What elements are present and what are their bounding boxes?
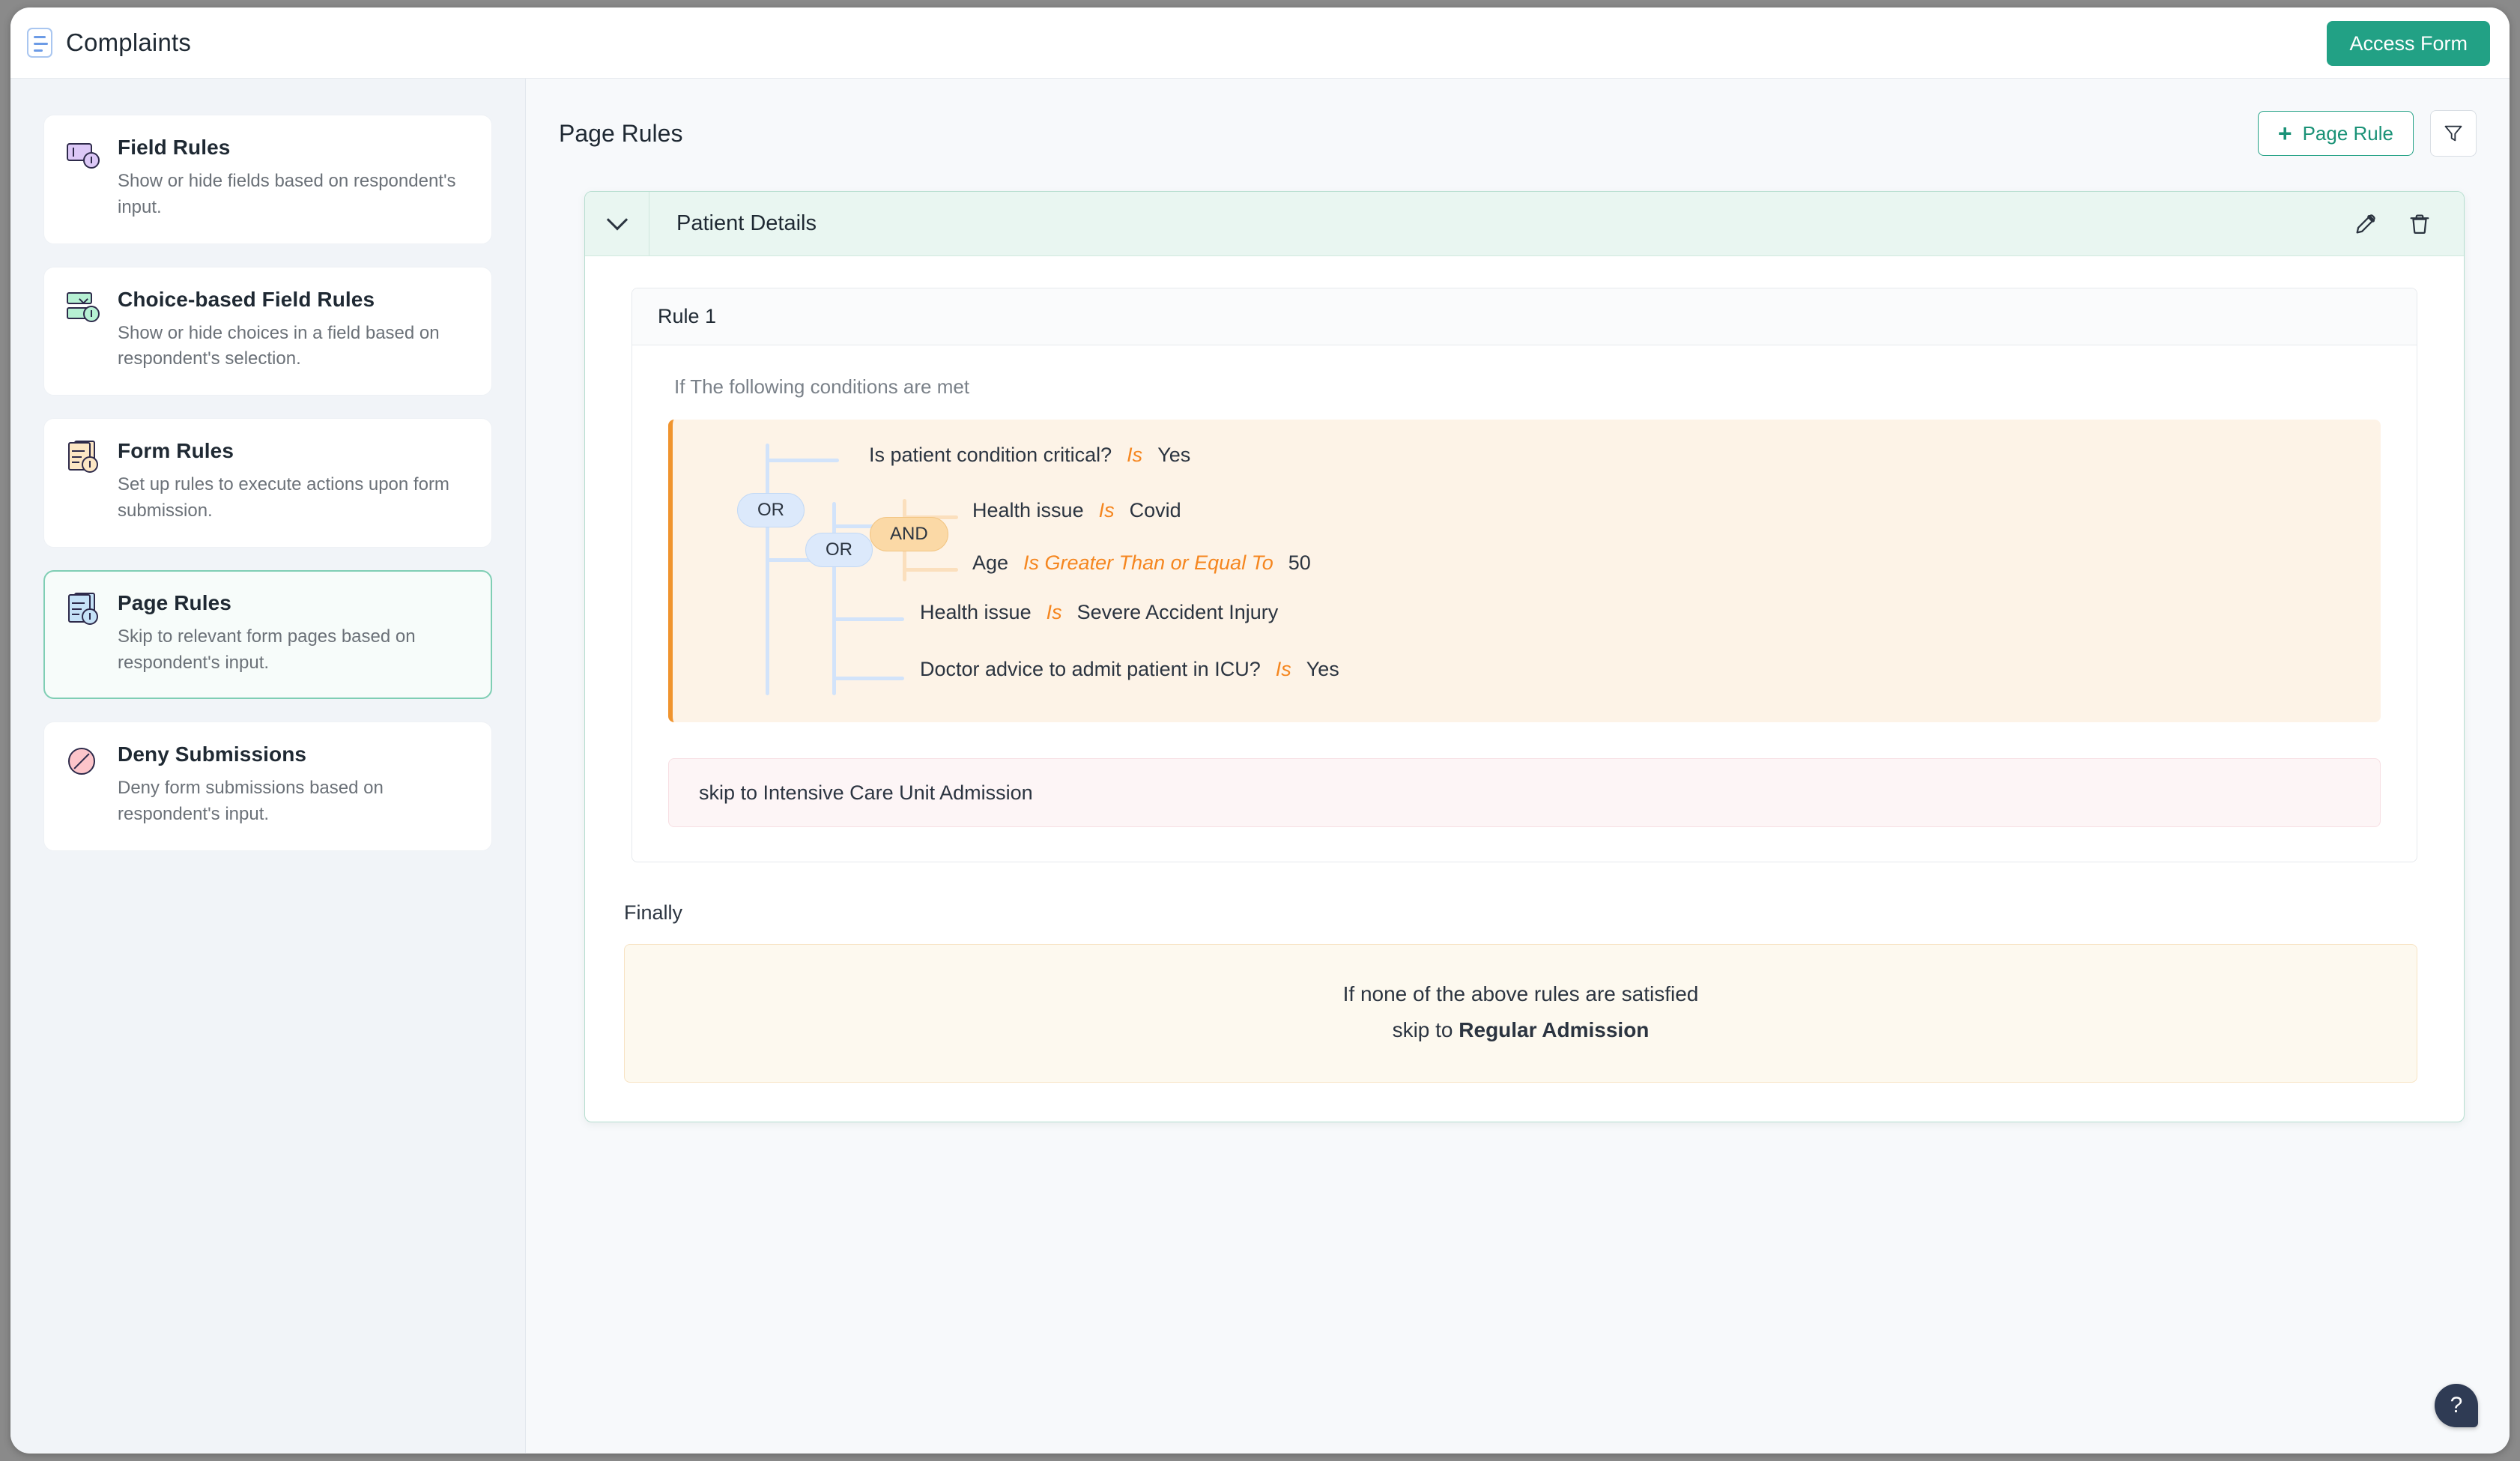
trash-delete-icon (2410, 214, 2429, 234)
condition-row[interactable]: Health issue Is Severe Accident Injury (920, 601, 1278, 624)
rule-box: Rule 1 If The following conditions are m… (631, 288, 2417, 862)
operator-badge-or-outer[interactable]: OR (737, 493, 805, 527)
condition-row[interactable]: Health issue Is Covid (972, 499, 1181, 522)
field-rules-icon (67, 137, 101, 172)
page-title: Complaints (66, 28, 192, 56)
app-window: Complaints Access Form Field Rules Show … (10, 7, 2510, 1454)
condition-operator: Is (1275, 658, 1291, 680)
sidebar-item-title: Deny Submissions (118, 742, 307, 766)
group-actions (2353, 211, 2464, 237)
finally-line-1: If none of the above rules are satisfied (1342, 982, 1699, 1005)
connector (766, 444, 769, 695)
operator-badge-or-inner[interactable]: OR (805, 533, 873, 567)
rule-name: Rule 1 (632, 288, 2417, 345)
condition-field: Age (972, 551, 1009, 574)
page-rule-group-card: Patient Details (584, 191, 2465, 1123)
sidebar-item-page-rules[interactable]: Page Rules Skip to relevant form pages b… (43, 569, 492, 700)
finally-skip-target: Regular Admission (1459, 1017, 1650, 1041)
sidebar-item-choice-based-field-rules[interactable]: Choice-based Field Rules Show or hide ch… (43, 266, 492, 396)
condition-field: Health issue (972, 499, 1084, 521)
plus-icon: + (2277, 120, 2292, 147)
main-content: Page Rules + Page Rule Patient D (526, 79, 2510, 1453)
condition-operator: Is (1127, 444, 1143, 466)
condition-value: Covid (1129, 499, 1181, 521)
finally-section: Finally If none of the above rules are s… (624, 901, 2417, 1083)
if-conditions-label: If The following conditions are met (674, 375, 970, 398)
condition-operator: Is (1098, 499, 1115, 521)
page-rules-icon (67, 592, 101, 627)
connector (766, 558, 839, 562)
condition-row[interactable]: Age Is Greater Than or Equal To 50 (972, 551, 1311, 575)
condition-row[interactable]: Doctor advice to admit patient in ICU? I… (920, 658, 1339, 681)
sidebar-item-title: Page Rules (118, 590, 231, 614)
finally-box: If none of the above rules are satisfied… (624, 944, 2417, 1083)
sidebar-item-desc: Show or hide fields based on respondent'… (118, 171, 456, 217)
rule-action-box[interactable]: skip to Intensive Care Unit Admission (668, 758, 2381, 827)
sidebar-item-deny-submissions[interactable]: Deny Submissions Deny form submissions b… (43, 722, 492, 851)
chevron-down-icon (606, 208, 628, 230)
group-header: Patient Details (585, 192, 2464, 256)
add-page-rule-label: Page Rule (2302, 121, 2393, 145)
condition-value: Yes (1157, 444, 1191, 466)
delete-group-button[interactable] (2407, 211, 2432, 237)
top-bar: Complaints Access Form (10, 7, 2510, 79)
sidebar-item-desc: Deny form submissions based on responden… (118, 778, 384, 825)
rule-body: If The following conditions are met (632, 345, 2417, 862)
finally-skip-prefix: skip to (1392, 1017, 1459, 1041)
collapse-toggle[interactable] (585, 192, 649, 255)
sidebar-item-form-rules[interactable]: Form Rules Set up rules to execute actio… (43, 418, 492, 548)
sidebar: Field Rules Show or hide fields based on… (10, 79, 526, 1453)
choice-based-field-rules-icon (67, 289, 101, 324)
add-page-rule-button[interactable]: + Page Rule (2257, 111, 2414, 156)
connector (832, 677, 904, 680)
condition-value: Yes (1306, 658, 1339, 680)
main-header: Page Rules + Page Rule (526, 79, 2510, 161)
condition-operator: Is (1046, 601, 1062, 623)
condition-value: Severe Accident Injury (1076, 601, 1279, 623)
sidebar-item-field-rules[interactable]: Field Rules Show or hide fields based on… (43, 115, 492, 244)
condition-operator: Is Greater Than or Equal To (1023, 551, 1273, 574)
sidebar-item-desc: Show or hide choices in a field based on… (118, 322, 440, 369)
form-rules-icon (67, 441, 101, 475)
condition-value: 50 (1288, 551, 1311, 574)
sidebar-item-title: Field Rules (118, 136, 231, 159)
condition-field: Health issue (920, 601, 1032, 623)
body-split: Field Rules Show or hide fields based on… (10, 79, 2510, 1453)
condition-row[interactable]: Is patient condition critical? Is Yes (869, 444, 1190, 467)
finally-line-2: skip to Regular Admission (625, 1012, 2417, 1048)
sidebar-item-desc: Skip to relevant form pages based on res… (118, 626, 416, 673)
connector (766, 459, 839, 462)
connector (903, 568, 958, 572)
condition-field: Doctor advice to admit patient in ICU? (920, 658, 1261, 680)
deny-submissions-icon (67, 744, 101, 778)
filter-funnel-icon (2444, 125, 2462, 142)
finally-label: Finally (624, 901, 683, 924)
sidebar-item-desc: Set up rules to execute actions upon for… (118, 474, 449, 521)
connector (832, 617, 904, 621)
filter-button[interactable] (2430, 110, 2477, 157)
sidebar-item-title: Choice-based Field Rules (118, 287, 375, 311)
pencil-edit-icon (2356, 214, 2375, 233)
form-document-icon (27, 28, 52, 58)
help-question-icon[interactable]: ? (2435, 1384, 2478, 1427)
main-title: Page Rules (559, 119, 683, 147)
connector (832, 524, 904, 528)
group-title: Patient Details (676, 211, 817, 235)
sidebar-item-title: Form Rules (118, 439, 234, 463)
operator-badge-and[interactable]: AND (870, 517, 948, 551)
connector (832, 502, 836, 695)
edit-group-button[interactable] (2353, 211, 2378, 237)
access-form-button[interactable]: Access Form (2327, 21, 2490, 66)
condition-field: Is patient condition critical? (869, 444, 1112, 466)
condition-tree: OR OR AND Is patient condition critical?… (668, 420, 2381, 722)
